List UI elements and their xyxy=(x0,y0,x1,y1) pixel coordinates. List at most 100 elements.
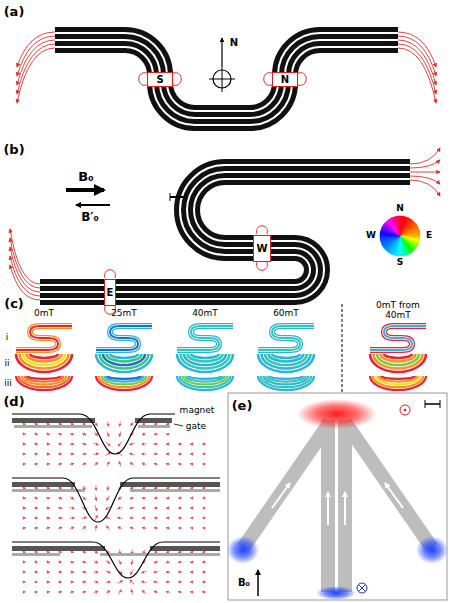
field-vector xyxy=(82,571,86,573)
field-vector xyxy=(142,453,147,455)
field-vector xyxy=(105,453,110,456)
field-line xyxy=(10,256,40,296)
mini-track xyxy=(370,326,426,350)
field-line xyxy=(10,247,40,292)
domain-stripe xyxy=(272,354,300,358)
field-vector xyxy=(58,581,61,582)
image-frame xyxy=(228,393,447,600)
field-vector xyxy=(154,527,157,529)
domain-wall-marker: S xyxy=(147,72,172,87)
field-vector xyxy=(178,497,181,499)
domain-stripe xyxy=(180,376,230,387)
scale-bar xyxy=(170,193,186,201)
field-vector xyxy=(154,443,158,445)
field-vector xyxy=(119,422,121,427)
field-vector xyxy=(46,581,49,582)
field-vector xyxy=(46,463,49,465)
field-vector xyxy=(70,517,75,519)
wall-field-loops xyxy=(139,73,182,86)
field-vector xyxy=(178,453,181,454)
field-vector xyxy=(142,571,147,573)
field-vector xyxy=(22,443,25,444)
magnet-bar xyxy=(150,546,220,551)
domain-stripe xyxy=(96,376,152,390)
domain-stripe xyxy=(16,376,72,390)
field-vector xyxy=(46,433,49,435)
domain-stripe xyxy=(188,376,222,379)
wire-bar xyxy=(338,420,352,592)
field-vector xyxy=(154,423,157,425)
domain-stripe xyxy=(378,376,417,382)
domain-stripe xyxy=(100,354,149,369)
field-value: 0mT from 40mT xyxy=(375,301,421,321)
wheel-label: S xyxy=(397,258,403,268)
field-vector xyxy=(58,423,61,425)
field-vector xyxy=(130,570,133,575)
wall-field-loops xyxy=(257,226,268,271)
field-vector xyxy=(35,423,38,425)
wheel-wedge xyxy=(381,236,400,244)
magnet-bar xyxy=(12,482,75,487)
field-vector xyxy=(202,453,205,454)
row-label: iii xyxy=(4,379,12,389)
stray-field-lines xyxy=(398,32,436,103)
domain-stripe xyxy=(381,376,415,379)
field-vector xyxy=(118,442,122,447)
mini-track xyxy=(96,326,152,350)
field-vector xyxy=(82,496,85,500)
part-label: gate xyxy=(186,422,206,432)
domain-stripe xyxy=(23,354,65,365)
field-vector xyxy=(130,462,134,465)
field-vector xyxy=(190,591,193,593)
wheel-wedge xyxy=(394,216,400,236)
field-line xyxy=(410,160,440,168)
blue-contrast xyxy=(416,536,448,564)
gate-bar xyxy=(138,425,170,428)
field-vector xyxy=(154,507,158,508)
field-vector xyxy=(191,527,194,528)
wire-bar xyxy=(345,422,432,548)
field-vector xyxy=(34,463,37,465)
field-vector xyxy=(203,487,206,489)
stray-field-lines xyxy=(10,229,40,300)
field-line xyxy=(410,148,440,164)
field-vector xyxy=(203,497,206,498)
field-vector xyxy=(70,443,74,445)
field-vector xyxy=(166,433,170,434)
field-line xyxy=(17,44,55,94)
field-vector xyxy=(106,591,110,594)
field-vector xyxy=(46,517,50,518)
domain-wall-marker: N xyxy=(272,72,298,87)
domain-stripe xyxy=(27,354,62,362)
wheel-wedge xyxy=(398,216,400,236)
field-vector xyxy=(94,561,98,563)
domain-stripe xyxy=(374,354,423,369)
field-vector xyxy=(130,507,134,509)
red-contrast xyxy=(297,399,377,429)
magnet-bar xyxy=(120,482,220,487)
out-of-plane-dot xyxy=(404,409,407,412)
field-vector xyxy=(23,551,26,553)
field-vector xyxy=(22,517,25,518)
field-vector xyxy=(70,591,74,593)
track-layer xyxy=(40,172,410,292)
field-vector xyxy=(35,591,38,592)
panel-label: (a) xyxy=(4,5,25,19)
field-vector xyxy=(190,581,193,582)
field-vector xyxy=(22,527,25,529)
field-vector xyxy=(141,581,146,582)
mini-track xyxy=(370,326,426,350)
mini-track xyxy=(177,326,233,350)
field-vector xyxy=(203,551,206,552)
field-vector xyxy=(106,581,111,583)
field-vector xyxy=(70,581,74,582)
track-layer xyxy=(40,172,410,292)
gate-bar xyxy=(12,553,60,556)
field-vector xyxy=(70,561,73,563)
field-vector xyxy=(94,581,98,583)
field-vector xyxy=(178,527,181,529)
wheel-wedge xyxy=(400,228,419,236)
field-vector xyxy=(118,507,123,508)
field-vector xyxy=(190,453,193,454)
field-vector xyxy=(23,423,26,425)
